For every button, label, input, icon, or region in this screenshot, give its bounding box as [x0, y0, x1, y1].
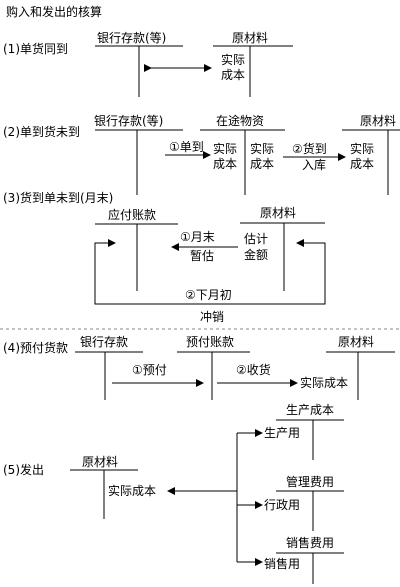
section2-amount-left: 实际 成本 [213, 141, 241, 171]
section3-estimate-line2: 金额 [244, 247, 268, 262]
section4-step1: ①预付 [132, 363, 167, 377]
section5-target1-use: 生产用 [264, 426, 300, 440]
section5-target2-use: 行政用 [264, 498, 300, 512]
section3-reverse: 冲销 [200, 309, 224, 324]
section3-estimate-line1: 估计 [244, 232, 268, 246]
section4-amount: 实际成本 [300, 375, 348, 390]
section2-amount-right-line1: 实际 [350, 141, 374, 156]
section5-target3-account: 销售费用 [286, 535, 334, 550]
section1-amount-line1: 实际 [221, 52, 245, 67]
section2-amount-mid-line1: 实际 [250, 141, 274, 156]
section3-step1: ①月末 暂估 [180, 230, 219, 263]
section3-payable-account: 应付账款 [108, 207, 156, 222]
section5-target2-account: 管理费用 [286, 474, 334, 489]
section2-amount-right-line2: 成本 [350, 157, 374, 171]
section1-raw-account: 原材料 [232, 31, 268, 45]
section4-bank-account: 银行存款 [80, 335, 128, 349]
diagram-title: 购入和发出的核算 [6, 4, 102, 19]
section2-bank-account: 银行存款(等) [94, 114, 163, 128]
section4-label: (4)预付货款 [3, 340, 68, 355]
section2-transit-account: 在途物资 [216, 113, 264, 128]
section3-step1-line2: 暂估 [190, 249, 214, 263]
section3-estimate: 估计 金额 [244, 232, 272, 262]
section2-amount-left-line1: 实际 [213, 141, 237, 156]
section3-raw-account: 原材料 [260, 206, 296, 220]
section1-bank-account: 银行存款(等) [97, 31, 166, 45]
section1-amount: 实际 成本 [221, 52, 249, 82]
section2-step2-line2: 入库 [302, 157, 326, 172]
section2-amount-mid: 实际 成本 [250, 141, 278, 171]
section2-raw-account: 原材料 [360, 114, 396, 128]
section2-step2-line1: ②货到 [292, 141, 327, 156]
section5-amount: 实际成本 [108, 483, 156, 498]
section2-step2: ②货到 入库 [292, 141, 331, 172]
section5-target3-use: 销售用 [264, 556, 300, 571]
section2-amount-mid-line2: 成本 [250, 157, 274, 171]
section4-prepaid-account: 预付账款 [186, 335, 234, 349]
section2-step1: ①单到 [169, 140, 204, 154]
section5-label: (5)发出 [3, 462, 44, 477]
section3-step1-line1: ①月末 [180, 230, 215, 244]
section1-amount-line2: 成本 [221, 68, 245, 82]
section5-raw-account: 原材料 [82, 455, 118, 469]
section1-label: (1)单货同到 [3, 41, 68, 56]
section2-amount-left-line2: 成本 [213, 157, 237, 171]
section3-label: (3)货到单未到(月末) [3, 190, 113, 205]
section5-target1-account: 生产成本 [286, 403, 334, 417]
section2-amount-right: 实际 成本 [350, 141, 378, 171]
section2-label: (2)单到货未到 [3, 124, 80, 139]
section4-step2: ②收货 [236, 362, 271, 377]
section4-raw-account: 原材料 [338, 335, 374, 349]
section3-step2: ②下月初 [185, 288, 232, 302]
